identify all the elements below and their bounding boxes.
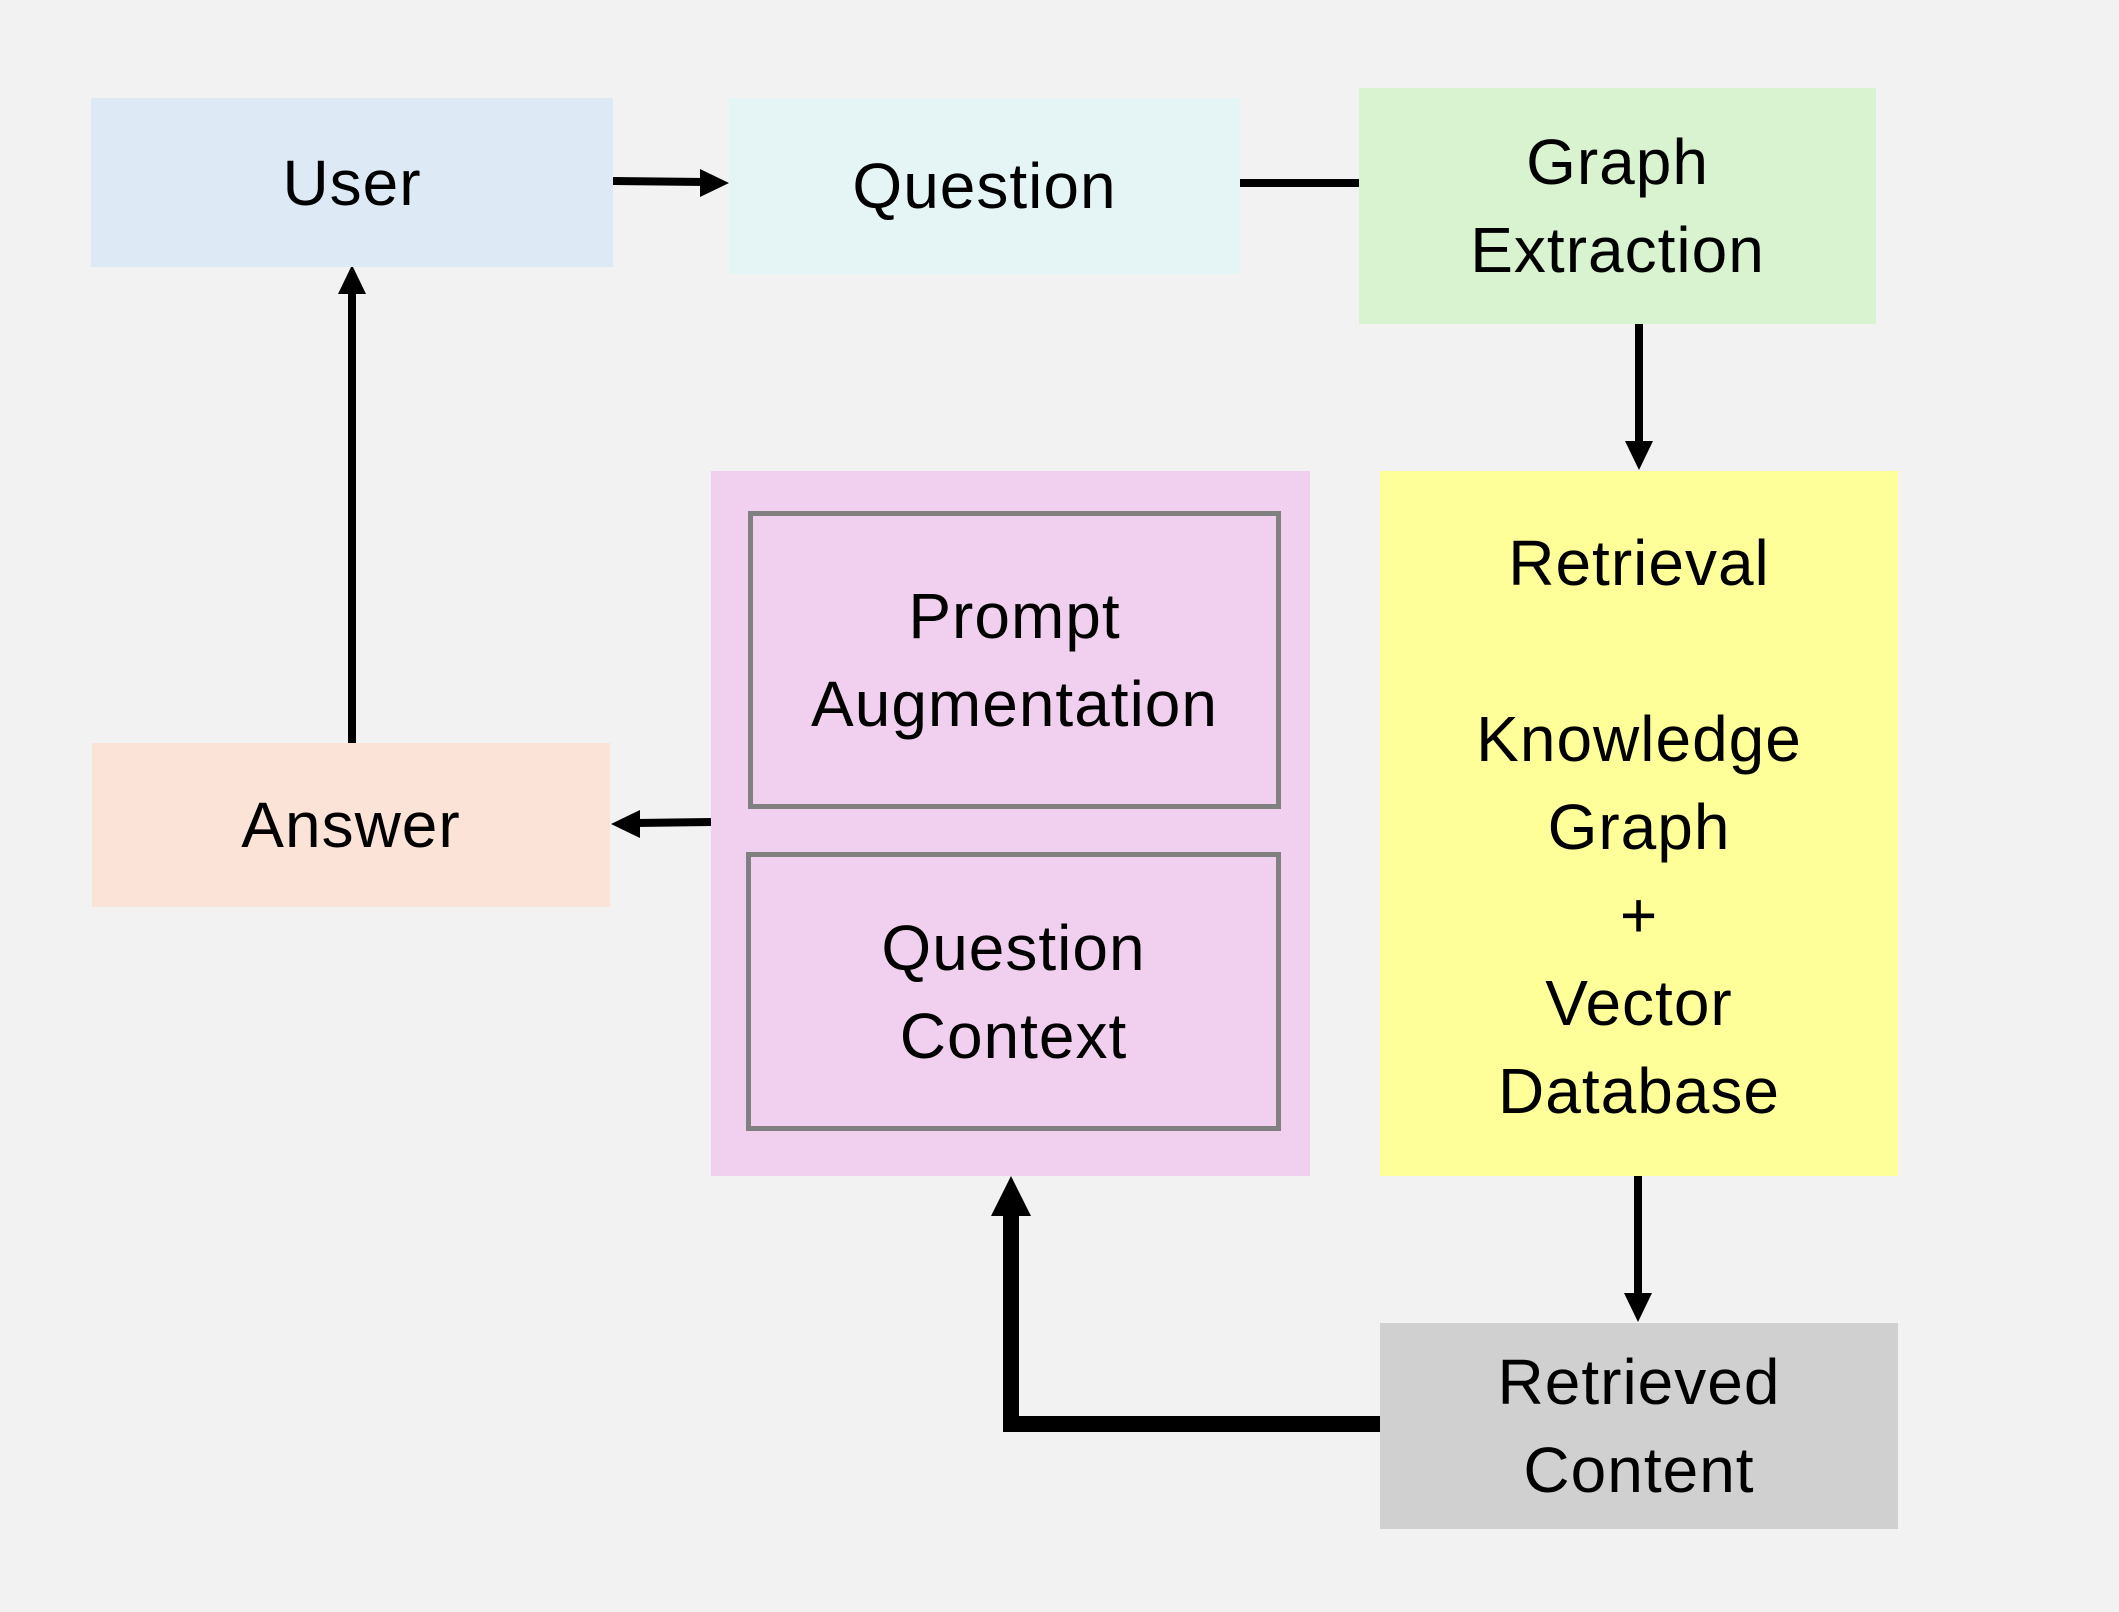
- retrieval-title: Retrieval: [1508, 527, 1770, 599]
- retrieval-body-line-5: Database: [1498, 1055, 1780, 1127]
- edge-augmentation-to-answer: [611, 810, 712, 838]
- answer-label: Answer: [241, 789, 461, 861]
- edge-user-to-question: [612, 169, 729, 197]
- user-label: User: [282, 146, 422, 219]
- retrieval-node: Retrieval Knowledge Graph + Vector Datab…: [1380, 471, 1898, 1176]
- graph-extraction-node: Graph Extraction: [1359, 88, 1876, 324]
- graph-extraction-label-line-1: Graph: [1526, 126, 1709, 198]
- edge-graph-extraction-to-retrieval: [1625, 324, 1653, 470]
- prompt-augmentation-node: Prompt Augmentation: [748, 511, 1281, 809]
- question-context-label-line-1: Question: [881, 911, 1146, 984]
- question-context-label-line-2: Context: [899, 999, 1128, 1072]
- retrieved-content-label-line-2: Content: [1523, 1434, 1755, 1506]
- answer-node: Answer: [92, 743, 610, 907]
- edge-answer-to-user: [338, 265, 366, 743]
- retrieval-body-line-3: +: [1619, 879, 1659, 951]
- question-context-node: Question Context: [746, 852, 1281, 1131]
- edge-retrieved-content-to-augmentation: [991, 1176, 1380, 1432]
- user-node: User: [91, 98, 613, 267]
- retrieved-content-node: Retrieved Content: [1380, 1323, 1898, 1529]
- question-label: Question: [852, 150, 1117, 222]
- question-node: Question: [729, 98, 1240, 274]
- edge-retrieval-to-retrieved-content: [1624, 1176, 1652, 1322]
- prompt-augmentation-label-line-1: Prompt: [908, 580, 1121, 652]
- retrieval-body-line-4: Vector: [1545, 967, 1733, 1039]
- retrieval-body-line-2: Graph: [1547, 791, 1731, 863]
- graph-extraction-label-line-2: Extraction: [1470, 214, 1765, 286]
- prompt-augmentation-label-line-2: Augmentation: [811, 668, 1218, 740]
- retrieval-body-line-1: Knowledge: [1476, 703, 1802, 775]
- retrieved-content-label-line-1: Retrieved: [1497, 1346, 1781, 1418]
